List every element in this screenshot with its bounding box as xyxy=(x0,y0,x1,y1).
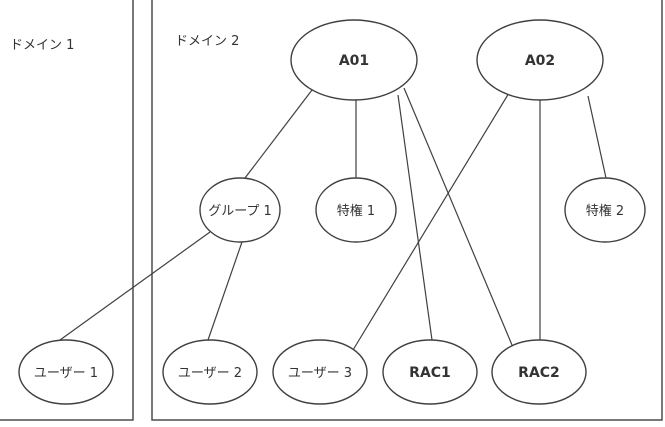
node-user1-ellipse xyxy=(18,339,114,405)
node-user2-ellipse xyxy=(162,339,258,405)
domain-2-label: ドメイン 2 xyxy=(175,34,239,49)
node-user1-label: ユーザー 1 xyxy=(34,366,98,381)
node-priv2-label: 特権 2 xyxy=(586,203,624,219)
node-group1: グループ 1 xyxy=(199,177,281,243)
edge-group1-user2 xyxy=(207,241,243,341)
node-rac1-label: RAC1 xyxy=(409,365,451,381)
node-priv1: 特権 1 xyxy=(315,177,397,243)
nodes-layer: A01 A02 グループ 1 特権 1 特権 2 ユーザー 1 ユーザー 2 ユーザー 3 RA… xyxy=(18,19,646,405)
edge-a01-group1 xyxy=(244,89,313,179)
node-a02-ellipse xyxy=(476,19,604,101)
node-rac2-label: RAC2 xyxy=(518,365,560,381)
edge-group1-user1 xyxy=(59,231,211,341)
edge-a02-priv2 xyxy=(587,95,607,179)
node-a01-label: A01 xyxy=(339,53,369,69)
node-rac1: RAC1 xyxy=(382,339,478,405)
edges-layer xyxy=(59,87,607,351)
node-rac1-ellipse xyxy=(382,339,478,405)
node-user1: ユーザー 1 xyxy=(18,339,114,405)
node-user3-ellipse xyxy=(272,339,368,405)
node-a01: A01 xyxy=(290,19,418,101)
node-user3: ユーザー 3 xyxy=(272,339,368,405)
node-group1-label: グループ 1 xyxy=(208,204,272,219)
edge-a01-rac2 xyxy=(403,87,513,346)
edge-a02-user3 xyxy=(352,87,513,351)
domain-1-label: ドメイン 1 xyxy=(10,38,74,53)
node-rac2-ellipse xyxy=(491,339,587,405)
node-user2-label: ユーザー 2 xyxy=(178,366,242,381)
node-a02: A02 xyxy=(476,19,604,101)
node-a02-label: A02 xyxy=(525,53,555,69)
edge-a01-rac1 xyxy=(397,94,433,341)
node-user3-label: ユーザー 3 xyxy=(288,366,352,381)
node-priv2: 特権 2 xyxy=(564,177,646,243)
node-priv1-ellipse xyxy=(315,177,397,243)
node-priv2-ellipse xyxy=(564,177,646,243)
node-user2: ユーザー 2 xyxy=(162,339,258,405)
node-group1-ellipse xyxy=(199,177,281,243)
node-rac2: RAC2 xyxy=(491,339,587,405)
node-a01-ellipse xyxy=(290,19,418,101)
node-priv1-label: 特権 1 xyxy=(337,203,375,219)
